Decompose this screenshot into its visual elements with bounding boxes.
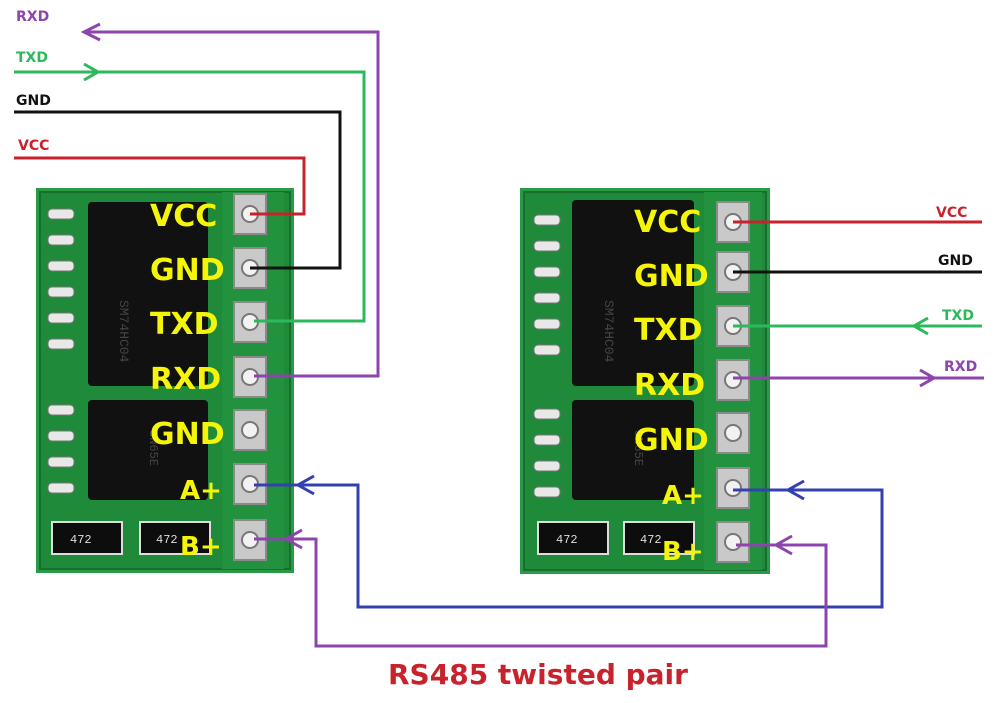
left-rxd-wire xyxy=(84,30,380,378)
bus-b-wire xyxy=(254,537,828,648)
right-board: SM74HC04 SN65E 472 472 VCC GND TXD RXD G… xyxy=(520,188,770,574)
left-pin-label-txd: TXD xyxy=(150,307,219,342)
left-board: SM74HC04 SN65E 472 472 VCC GND TXD RXD G… xyxy=(36,188,294,573)
right-pin-label-a: A+ xyxy=(662,481,704,511)
left-chip-1-marking: SM74HC04 xyxy=(116,300,131,363)
left-pin-label-vcc: VCC xyxy=(150,199,217,234)
right-pads xyxy=(716,201,750,563)
right-pin-label-txd: TXD xyxy=(634,313,703,348)
left-bus-a-arrow-icon xyxy=(294,474,315,496)
right-label-gnd: GND xyxy=(938,253,973,269)
rs485-bus xyxy=(254,474,884,648)
right-resistor-2 xyxy=(623,521,695,555)
left-pin-label-gnd2: GND xyxy=(150,417,225,452)
right-pin-label-gnd2: GND xyxy=(634,423,709,458)
left-wires xyxy=(14,22,380,378)
right-resistor-2-marking: 472 xyxy=(640,533,662,547)
left-chip-2 xyxy=(88,400,208,500)
right-pin-label-gnd: GND xyxy=(634,259,709,294)
right-resistor-1-marking: 472 xyxy=(556,533,578,547)
right-txd-arrow-icon xyxy=(910,316,929,336)
right-chip-1-marking: SM74HC04 xyxy=(601,300,616,363)
bus-a-wire xyxy=(254,483,884,609)
left-txd-wire xyxy=(14,70,366,323)
left-label-vcc: VCC xyxy=(18,138,49,154)
left-rxd-arrow-icon xyxy=(80,22,101,42)
left-bus-b-arrow-icon xyxy=(282,528,303,550)
left-txd-arrow-icon xyxy=(83,62,102,82)
left-label-gnd: GND xyxy=(16,93,51,109)
right-bus-a-arrow-icon xyxy=(784,479,805,501)
left-pin-label-gnd: GND xyxy=(150,253,225,288)
right-pin-label-vcc: VCC xyxy=(634,205,701,240)
right-chip-1 xyxy=(572,200,694,386)
left-pin-label-a: A+ xyxy=(180,476,222,506)
left-gnd-wire xyxy=(14,110,342,270)
right-wires xyxy=(733,220,984,388)
right-label-rxd: RXD xyxy=(944,359,977,375)
left-label-txd: TXD xyxy=(16,50,48,66)
left-pin-label-b: B+ xyxy=(180,532,222,562)
caption-rs485-twisted-pair: RS485 twisted pair xyxy=(388,658,688,691)
right-label-txd: TXD xyxy=(942,308,974,324)
right-rxd-arrow-icon xyxy=(919,368,938,388)
right-chip-2 xyxy=(572,400,694,500)
left-chip-1 xyxy=(88,202,208,386)
left-resistor-1 xyxy=(51,521,123,555)
right-pin-label-rxd: RXD xyxy=(634,368,705,403)
left-pin-label-rxd: RXD xyxy=(150,362,221,397)
right-label-vcc: VCC xyxy=(936,205,967,221)
left-label-rxd: RXD xyxy=(16,9,49,25)
right-pin-label-b: B+ xyxy=(662,537,704,567)
left-resistor-2-marking: 472 xyxy=(156,533,178,547)
right-resistor-1 xyxy=(537,521,609,555)
left-vcc-wire xyxy=(14,156,306,216)
left-chip-2-marking: SN65E xyxy=(146,430,160,466)
left-resistor-1-marking: 472 xyxy=(70,533,92,547)
right-chip-2-marking: SN65E xyxy=(631,430,645,466)
right-bus-b-arrow-icon xyxy=(772,534,793,556)
left-resistor-2 xyxy=(139,521,211,555)
